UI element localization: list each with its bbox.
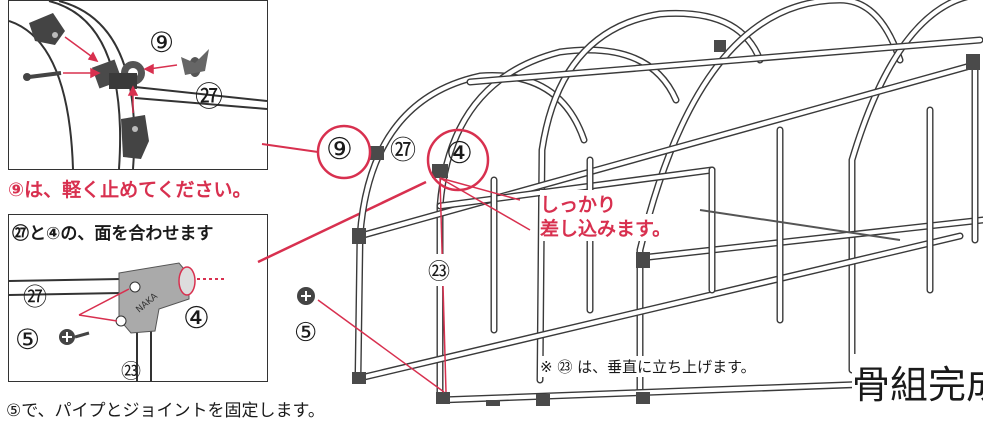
screw-icon (297, 287, 315, 305)
detail-top-label-27: ㉗ (195, 80, 224, 113)
callout-circle-4 (426, 128, 490, 192)
detail-box-top: ⑨ ㉗ (8, 0, 268, 170)
arch-pipes (354, 0, 969, 404)
detail-top-drawing (8, 0, 268, 170)
main-label-9: ⑨ (326, 132, 353, 167)
joint-icon (91, 59, 145, 89)
detail-bottom-drawing: NAKA (9, 262, 227, 381)
detail-bottom-label-27: ㉗ (23, 283, 47, 311)
insert-note-line2: 差し込みます。 (540, 214, 672, 241)
frame-complete-title: 骨組完成 (852, 354, 983, 409)
screw-icon (59, 329, 90, 345)
main-label-23: ㉓ (428, 254, 451, 286)
detail-bottom-title: ㉗と④の、面を合わせます (12, 224, 214, 244)
note-5-fix: ⑤で、パイプとジョイントを固定します。 (6, 401, 325, 421)
wing-nut-icon (181, 49, 209, 77)
vertical-note: ※ ㉓ は、垂直に立ち上げます。 (540, 356, 756, 377)
main-label-4: ④ (446, 136, 473, 171)
joint-markers (352, 40, 980, 406)
upright-pipes (490, 56, 979, 334)
bolt-icon (23, 71, 62, 81)
joint-icon (115, 262, 196, 334)
detail-box-bottom: ㉗と④の、面を合わせます NAKA ㉗ ④ ⑤ ㉓ (8, 214, 268, 383)
main-label-27: ㉗ (390, 136, 417, 166)
detail-bottom-label-23: ㉓ (121, 359, 141, 383)
note-9-loose: ⑨は、軽く止めてください。 (8, 179, 252, 201)
clip-top-icon (29, 13, 65, 45)
clip-bottom-icon (121, 115, 149, 159)
detail-bottom-label-4: ④ (183, 301, 210, 336)
main-label-5: ⑤ (294, 318, 318, 348)
detail-top-label-9: ⑨ (149, 26, 175, 59)
callout-circle-9 (316, 124, 372, 180)
insert-note-line1: しっかり (540, 190, 617, 217)
detail-bottom-label-5: ⑤ (15, 323, 41, 356)
